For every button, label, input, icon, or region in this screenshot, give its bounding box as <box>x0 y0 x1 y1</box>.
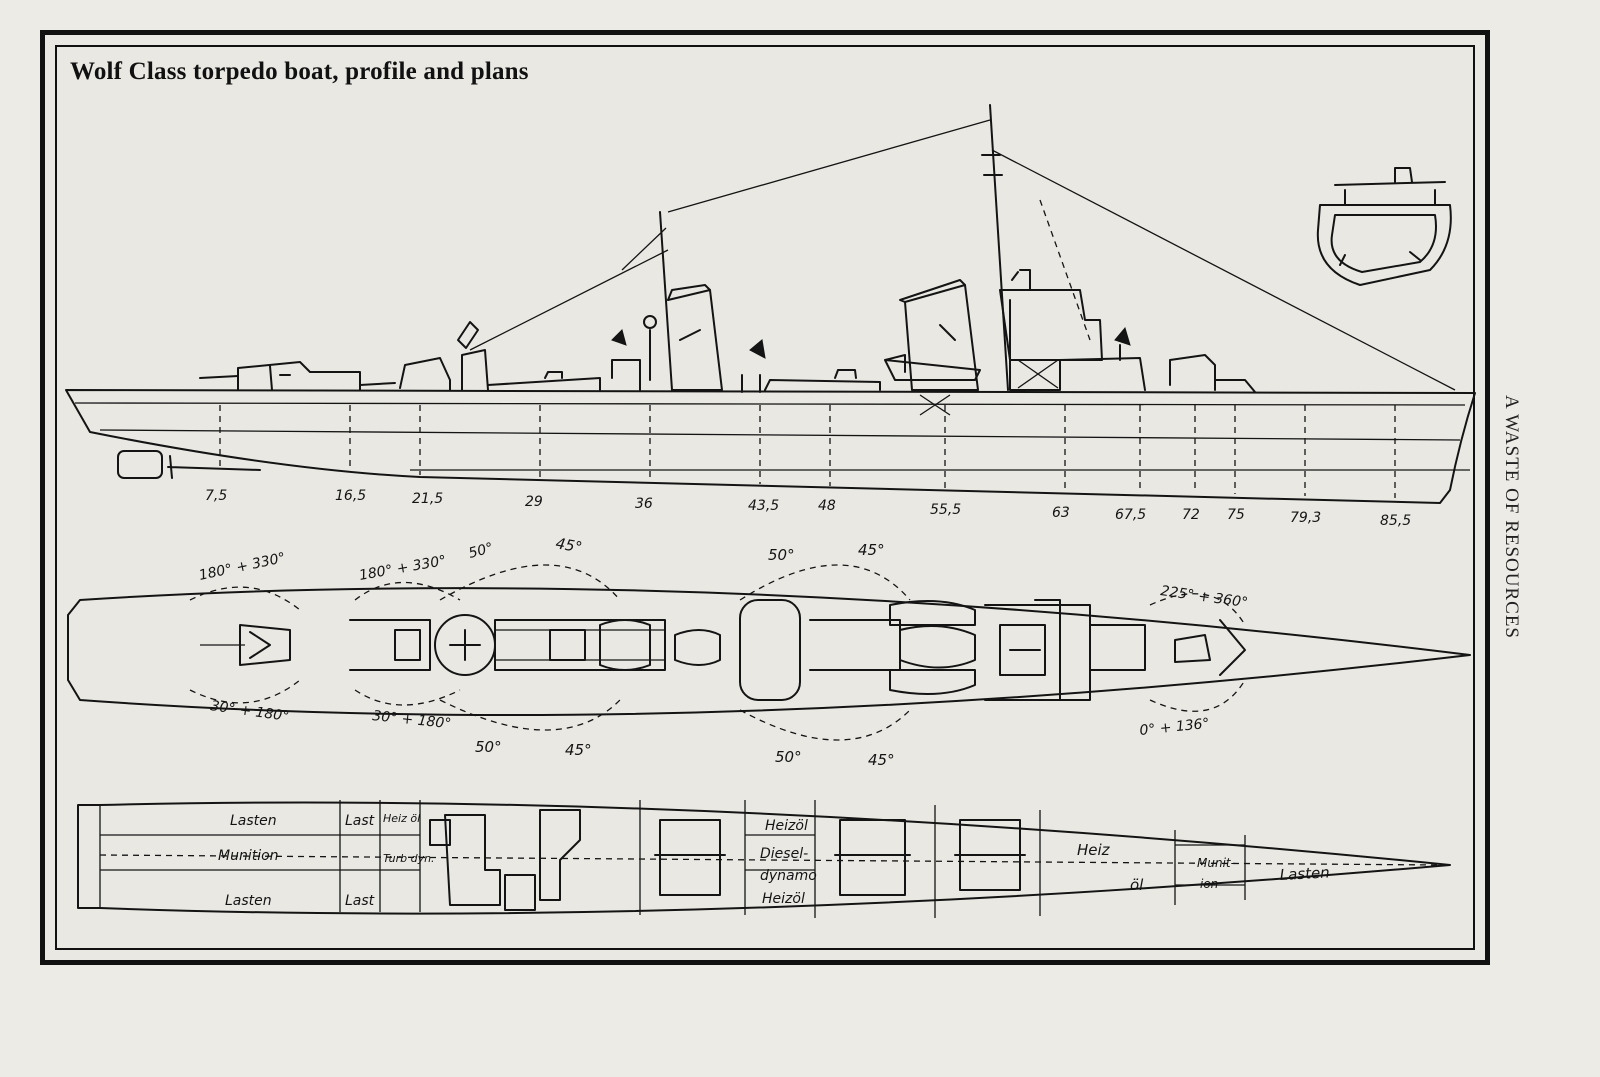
arc-label: 30° + 180° <box>209 698 290 725</box>
frame-label: 55,5 <box>930 502 961 518</box>
frame-label: 29 <box>525 494 543 510</box>
frame-label: 43,5 <box>748 498 779 514</box>
figure-title: Wolf Class torpedo boat, profile and pla… <box>70 58 529 85</box>
frame-station-labels: 7,5 16,5 21,5 29 36 43,5 48 55,5 63 67,5… <box>205 488 1411 529</box>
arc-label: 45° <box>868 751 895 769</box>
frame-label: 79,3 <box>1290 510 1321 526</box>
compartment-label: Munit- <box>1197 856 1235 870</box>
internal-plan: Lasten Last Heiz öl Munition Turb dyn. L… <box>77 800 1451 918</box>
arc-label: 225° + 360° <box>1159 583 1248 611</box>
running-head: A WASTE OF RESOURCES <box>1501 395 1522 640</box>
frame-label: 63 <box>1052 505 1070 521</box>
compartment-label: dynamo <box>760 868 817 884</box>
compartment-label: Heizöl <box>765 818 808 834</box>
frame-label: 67,5 <box>1115 507 1146 523</box>
compartment-label: Turb dyn. <box>383 852 435 865</box>
arc-label: 45° <box>565 741 592 759</box>
arc-label: 180° + 330° <box>358 553 448 584</box>
arc-label: 45° <box>554 534 583 556</box>
frame-label: 75 <box>1227 507 1245 523</box>
figure-inner-frame <box>55 45 1475 950</box>
compartment-label: Diesel- <box>760 846 808 862</box>
firing-arc-labels: 180° + 330° 180° + 330° 50° 45° 50° 45° … <box>198 534 1249 769</box>
deck-plan: 180° + 330° 180° + 330° 50° 45° 50° 45° … <box>67 534 1471 769</box>
arc-label: 50° <box>475 738 502 756</box>
arc-label: 50° <box>775 748 802 766</box>
frame-label: 85,5 <box>1380 513 1411 529</box>
compartment-label: Lasten <box>1279 863 1330 884</box>
compartment-label: Heizöl <box>762 891 805 907</box>
compartment-label: Lasten <box>230 813 277 829</box>
compartment-label: öl <box>1130 876 1144 894</box>
compartment-labels: Lasten Last Heiz öl Munition Turb dyn. L… <box>218 812 1330 909</box>
compartment-label: Heiz <box>1077 841 1111 859</box>
compartment-label: Heiz öl <box>383 812 420 825</box>
hull-cross-section <box>1316 167 1452 286</box>
arc-label: 30° + 180° <box>372 708 452 732</box>
frame-label: 7,5 <box>205 488 227 504</box>
compartment-label: Lasten <box>225 893 272 909</box>
frame-label: 21,5 <box>412 491 443 507</box>
compartment-label: Last <box>345 813 375 829</box>
frame-label: 16,5 <box>335 488 366 504</box>
compartment-label: Munition <box>218 848 279 864</box>
arc-label: 0° + 136° <box>1139 716 1211 739</box>
frame-label: 72 <box>1182 507 1200 523</box>
arc-label: 50° <box>467 540 495 562</box>
frame-label: 36 <box>635 496 653 512</box>
arc-label: 50° <box>768 546 795 564</box>
frame-label: 48 <box>818 498 836 514</box>
arc-label: 180° + 330° <box>198 550 287 584</box>
compartment-label: ion <box>1200 877 1218 891</box>
compartment-label: Last <box>345 893 375 909</box>
profile-view: 7,5 16,5 21,5 29 36 43,5 48 55,5 63 67,5… <box>65 104 1476 529</box>
arc-label: 45° <box>858 541 885 559</box>
